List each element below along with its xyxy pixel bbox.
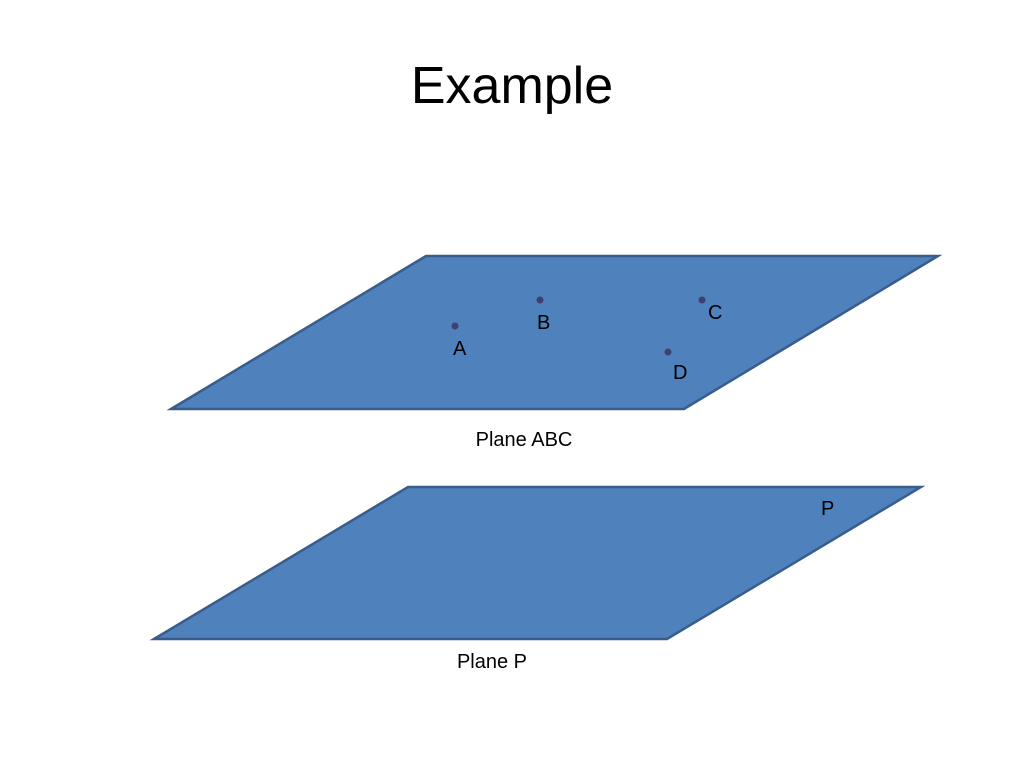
point-a-marker xyxy=(451,322,459,330)
slide-title: Example xyxy=(410,57,614,115)
point-b-label: B xyxy=(537,312,550,334)
point-d-marker xyxy=(664,348,672,356)
plane-abc-shape xyxy=(166,254,943,411)
point-c-label: C xyxy=(708,302,722,324)
plane-p-label: P xyxy=(821,498,834,520)
plane-p-shape xyxy=(149,485,926,641)
point-c-marker xyxy=(698,296,706,304)
plane-p-caption: Plane P xyxy=(457,651,527,673)
point-a-label: A xyxy=(453,338,467,360)
point-b-marker xyxy=(536,296,544,304)
plane-abc-caption: Plane ABC xyxy=(476,429,573,451)
point-d-label: D xyxy=(673,362,687,384)
